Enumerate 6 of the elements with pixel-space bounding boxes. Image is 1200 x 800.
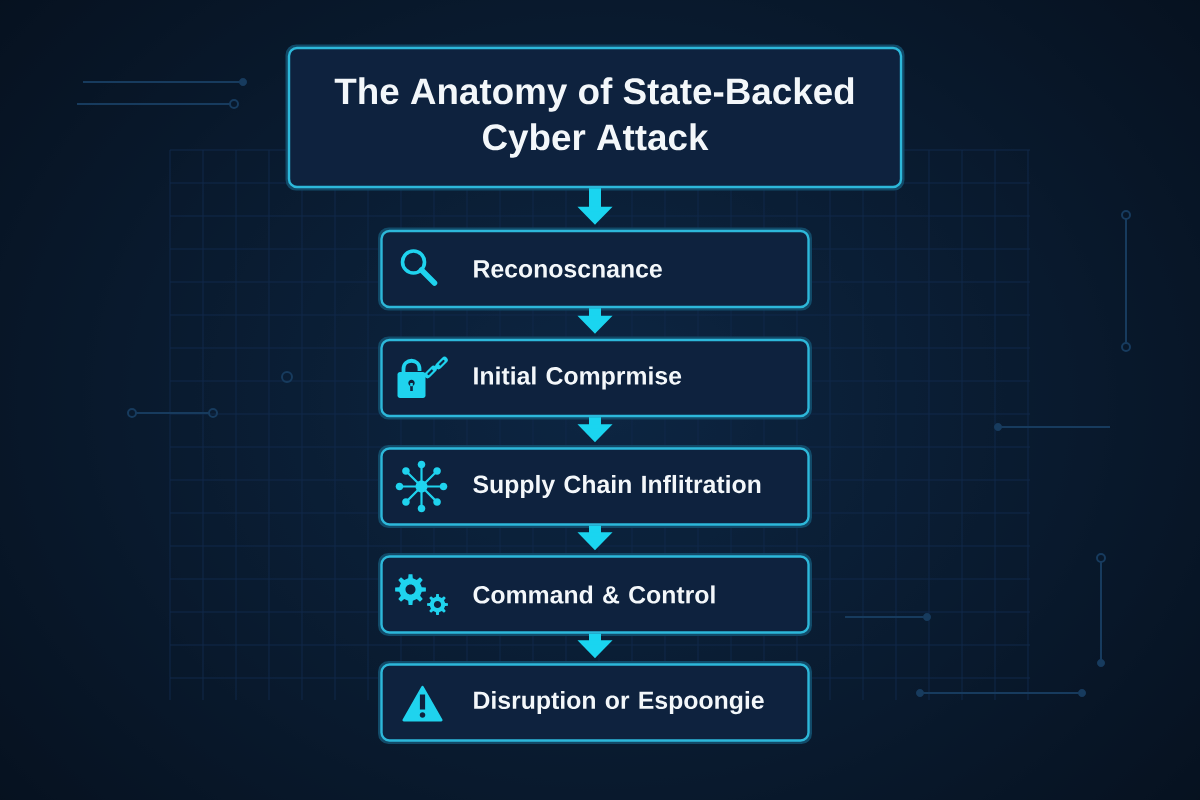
step-box: Initial Comprmise (378, 336, 812, 420)
title-box: The Anatomy of State-Backed Cyber Attack (285, 44, 905, 191)
step-box: Reconoscnance (378, 227, 812, 311)
step-box: Supply Chain Inflitration (378, 445, 812, 528)
step-box: Disruption or Espoongie (378, 661, 812, 744)
step-box: Command & Control (378, 553, 812, 636)
